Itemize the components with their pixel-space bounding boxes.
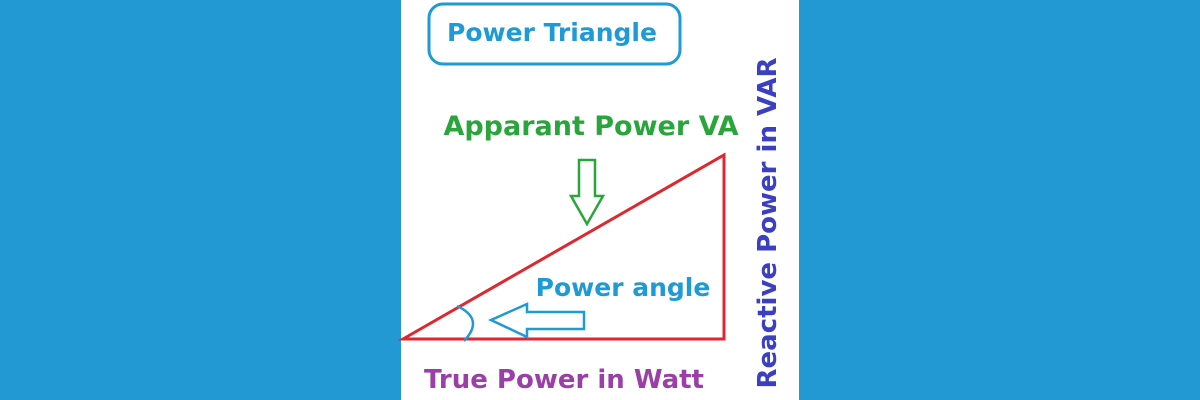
title-box bbox=[427, 2, 682, 66]
page-title: Power Triangle bbox=[447, 18, 657, 47]
reactive-power-label: Reactive Power in VAR bbox=[753, 57, 783, 388]
power-angle-label: Power angle bbox=[536, 273, 711, 302]
true-power-label: True Power in Watt bbox=[424, 365, 704, 395]
down-arrow-icon bbox=[568, 158, 606, 227]
apparent-power-label: Apparant Power VA bbox=[443, 111, 738, 142]
power-triangle bbox=[397, 152, 726, 341]
left-arrow-icon bbox=[487, 302, 586, 339]
angle-arc bbox=[456, 304, 475, 342]
